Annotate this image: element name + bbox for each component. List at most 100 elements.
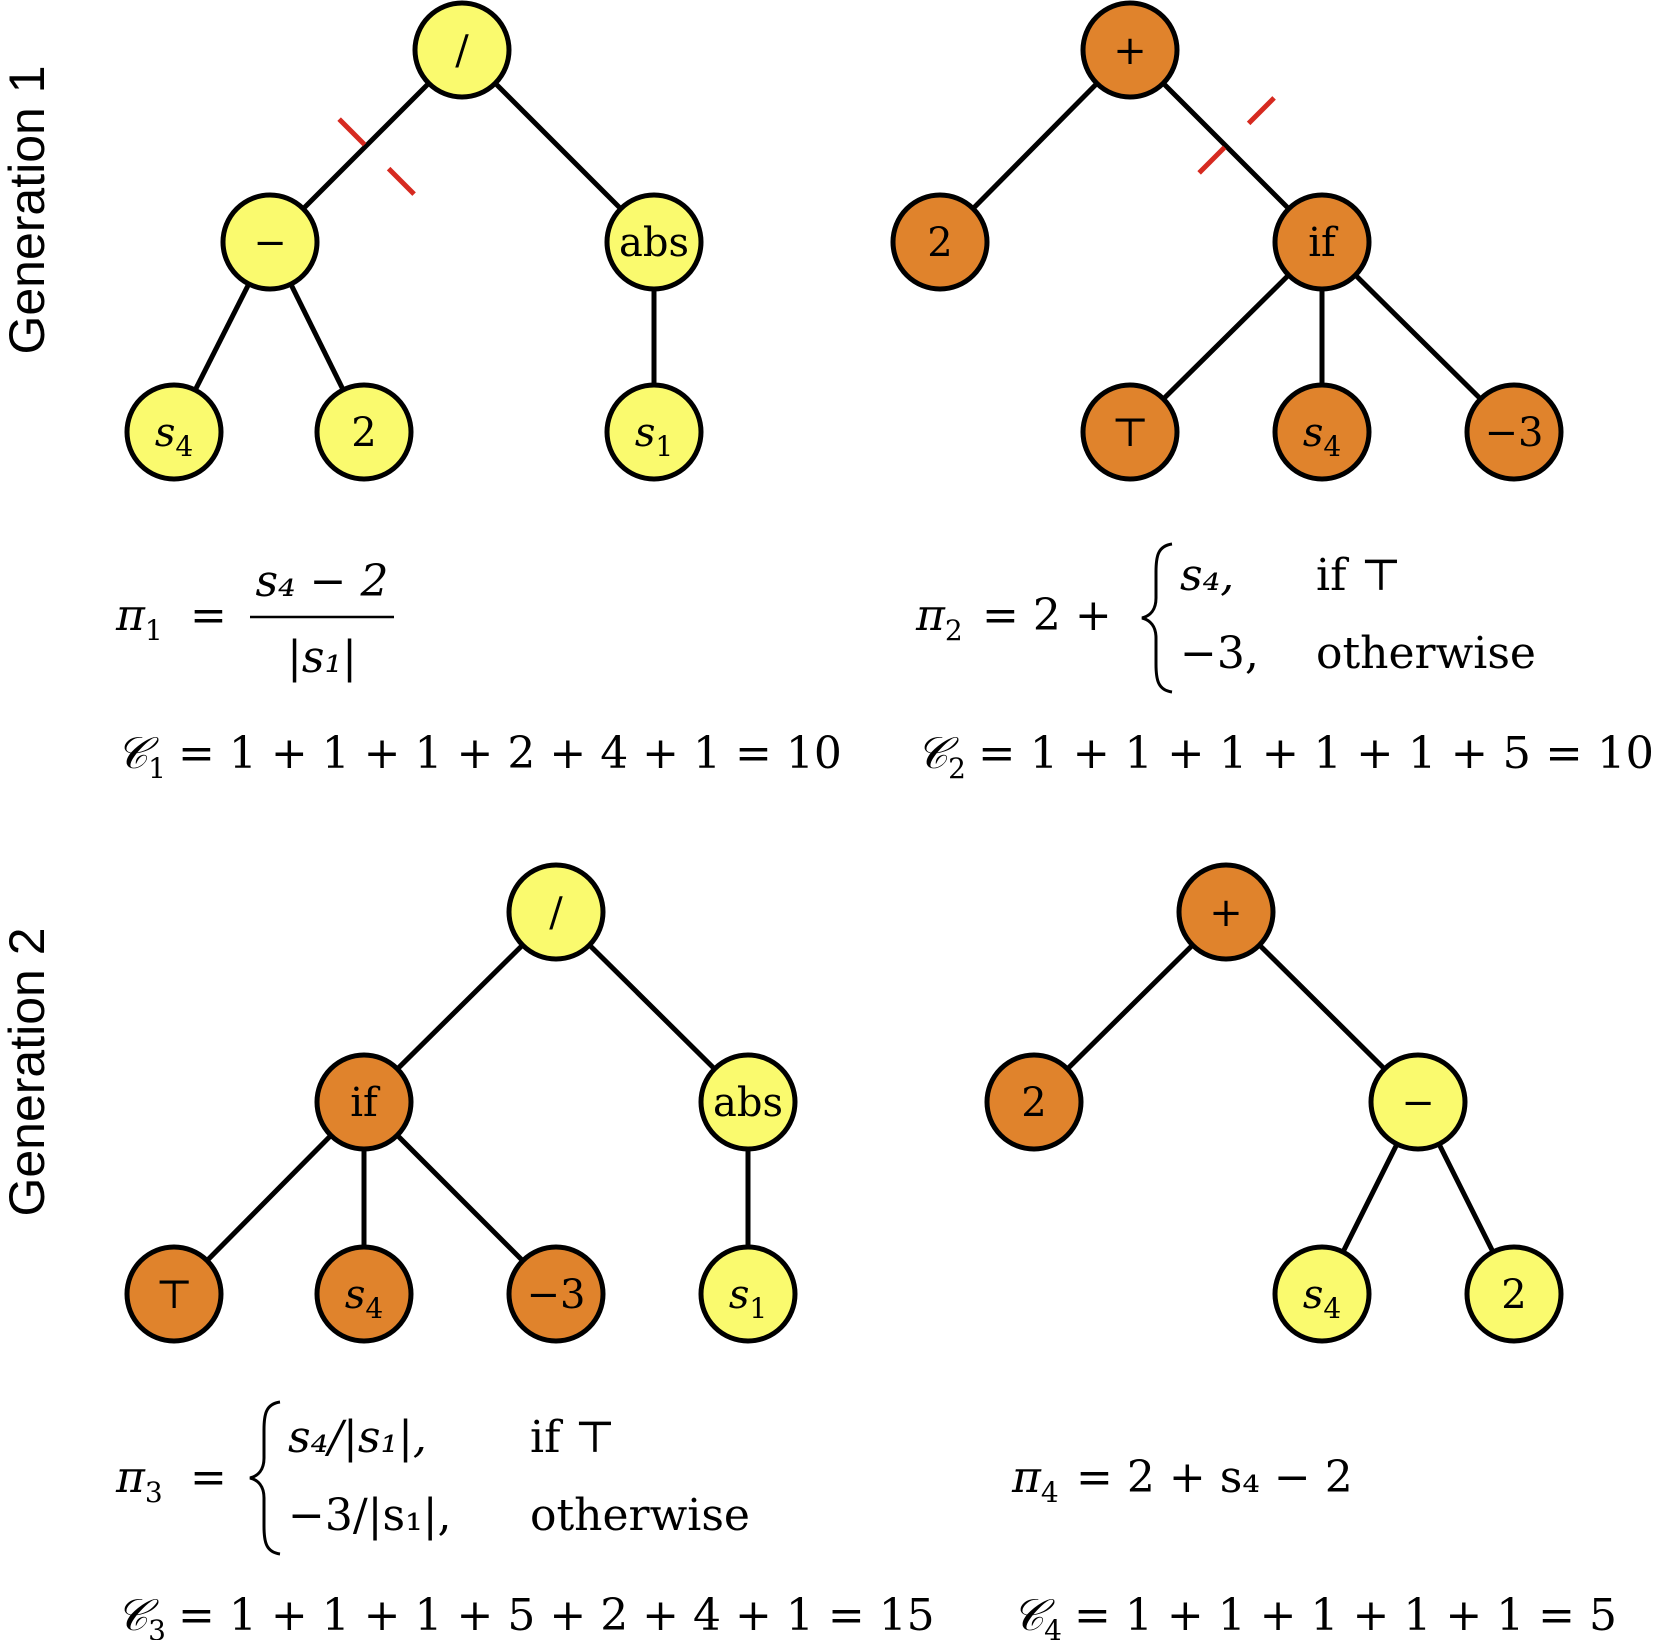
svg-text:s₄,: s₄, <box>1180 550 1234 601</box>
node-label: + <box>1209 890 1243 936</box>
pi1-numerator: s₄ − 2 <box>255 556 388 607</box>
node-label: / <box>455 28 469 74</box>
svg-text:𝒞2: 𝒞2 <box>916 728 966 785</box>
tree-node-g2l-s1: s1 <box>698 1244 798 1344</box>
tree-node-g1r-m3: −3 <box>1464 382 1564 482</box>
node-label: −3 <box>527 1272 586 1318</box>
cases-brace <box>249 1400 281 1556</box>
tree-node-g1r-if: if <box>1272 192 1372 292</box>
formula-pi2: π2 = 2 + s₄, if ⊤ −3, otherwise <box>915 542 1536 694</box>
formula-pi4: π4 = 2 + s₄ − 2 <box>1011 1452 1353 1509</box>
node-circle <box>604 382 704 482</box>
formula-pi3: π3 = s₄/|s₁|, if ⊤ −3/|s₁|, otherwise <box>115 1400 750 1556</box>
svg-text:= 1 + 1 + 1 + 5 + 2 + 4 + 1 =: = 1 + 1 + 1 + 5 + 2 + 4 + 1 = 15 <box>178 1590 935 1640</box>
formula-c1: 𝒞1 = 1 + 1 + 1 + 2 + 4 + 1 = 10 <box>116 728 842 785</box>
svg-text:π1: π1 <box>115 590 163 647</box>
node-label: abs <box>713 1080 783 1126</box>
formula-c2: 𝒞2 = 1 + 1 + 1 + 1 + 1 + 5 = 10 <box>916 728 1654 785</box>
tree-node-g2r-2b: 2 <box>1464 1244 1564 1344</box>
node-circle <box>314 382 414 482</box>
node-label: abs <box>619 220 689 266</box>
svg-text:if ⊤: if ⊤ <box>1316 550 1402 601</box>
formula-c4: 𝒞4 = 1 + 1 + 1 + 1 + 1 = 5 <box>1012 1590 1617 1640</box>
tree-node-g1l-abs: abs <box>604 192 704 292</box>
crossover-cut-mark <box>316 96 416 196</box>
svg-text:= 1 + 1 + 1 + 1 + 1 + 5 = 10: = 1 + 1 + 1 + 1 + 1 + 5 = 10 <box>978 728 1654 779</box>
svg-text:= 1 + 1 + 1 + 2 + 4 + 1 = 10: = 1 + 1 + 1 + 2 + 4 + 1 = 10 <box>178 728 842 779</box>
tree-node-g1l-minus: − <box>220 192 320 292</box>
node-circle <box>1080 382 1180 482</box>
svg-text:= 1 + 1 + 1 + 1 + 1 = 5: = 1 + 1 + 1 + 1 + 1 = 5 <box>1074 1590 1617 1640</box>
svg-text:π3: π3 <box>115 1452 163 1509</box>
node-circle <box>124 1244 224 1344</box>
tree-node-g1l-s4: s4 <box>124 382 224 482</box>
node-circle <box>1464 382 1564 482</box>
svg-text:=: = <box>190 590 227 641</box>
tree-node-g2l-root: / <box>506 862 606 962</box>
node-circle <box>1176 862 1276 962</box>
generation-1-label: Generation 1 <box>0 65 55 354</box>
formula-c3: 𝒞3 = 1 + 1 + 1 + 5 + 2 + 4 + 1 = 15 <box>116 1590 935 1640</box>
crossover-cut-mark <box>1176 96 1276 196</box>
node-circle <box>314 1244 414 1344</box>
svg-text:−3/|s₁|,: −3/|s₁|, <box>288 1490 452 1541</box>
tree-node-g2l-abs: abs <box>698 1052 798 1152</box>
svg-text:if ⊤: if ⊤ <box>530 1412 616 1463</box>
tree-node-g2r-2: 2 <box>984 1052 1084 1152</box>
node-label: if <box>350 1080 381 1126</box>
svg-text:= 2 +: = 2 + <box>982 590 1112 641</box>
tree-node-g1r-s4: s4 <box>1272 382 1372 482</box>
tree-node-g2l-m3: −3 <box>506 1244 606 1344</box>
node-label: ⊤ <box>155 1272 193 1318</box>
node-label: 2 <box>1501 1272 1526 1318</box>
node-label: s4 <box>1303 1272 1341 1325</box>
node-circle <box>890 192 990 292</box>
svg-text:−3,: −3, <box>1180 628 1259 679</box>
svg-text:π2: π2 <box>915 590 963 647</box>
svg-text:𝒞4: 𝒞4 <box>1012 1590 1062 1640</box>
tree-node-g2l-top: ⊤ <box>124 1244 224 1344</box>
cases-brace <box>1141 542 1173 694</box>
generation-2-label: Generation 2 <box>0 927 55 1216</box>
node-circle <box>412 0 512 100</box>
node-circle <box>1464 1244 1564 1344</box>
node-label: −3 <box>1485 410 1544 456</box>
node-circle <box>604 192 704 292</box>
node-label: if <box>1308 220 1339 266</box>
tree-node-g1l-s1: s1 <box>604 382 704 482</box>
node-label: + <box>1113 28 1147 74</box>
node-label: / <box>549 890 563 936</box>
svg-text:otherwise: otherwise <box>530 1490 750 1541</box>
node-label: s1 <box>729 1272 767 1325</box>
node-circle <box>1272 192 1372 292</box>
node-circle <box>984 1052 1084 1152</box>
node-circle <box>1080 0 1180 100</box>
tree-node-g1l-2: 2 <box>314 382 414 482</box>
tree-node-g2l-if: if <box>314 1052 414 1152</box>
node-label: − <box>1401 1080 1435 1126</box>
node-circle <box>220 192 320 292</box>
svg-text:π4: π4 <box>1011 1452 1059 1509</box>
node-circle <box>506 862 606 962</box>
node-circle <box>124 382 224 482</box>
formula-pi1: π1 = s₄ − 2 |s₁| <box>115 556 394 683</box>
pi1-denominator: |s₁| <box>287 632 357 683</box>
node-label: s4 <box>155 410 193 463</box>
svg-text:𝒞1: 𝒞1 <box>116 728 166 785</box>
tree-node-g2l-s4: s4 <box>314 1244 414 1344</box>
node-label: s4 <box>345 1272 383 1325</box>
tree-node-g2r-minus: − <box>1368 1052 1468 1152</box>
svg-text:otherwise: otherwise <box>1316 628 1536 679</box>
node-label: s4 <box>1303 410 1341 463</box>
svg-text:s₄/|s₁|,: s₄/|s₁|, <box>288 1412 427 1463</box>
node-label: − <box>253 220 287 266</box>
node-circle <box>698 1244 798 1344</box>
tree-node-g1r-top: ⊤ <box>1080 382 1180 482</box>
tree-node-g2r-root: + <box>1176 862 1276 962</box>
node-circle <box>1272 382 1372 482</box>
node-label: 2 <box>927 220 952 266</box>
node-circle <box>506 1244 606 1344</box>
svg-text:= 2 + s₄ − 2: = 2 + s₄ − 2 <box>1076 1452 1353 1503</box>
svg-text:=: = <box>190 1452 227 1503</box>
